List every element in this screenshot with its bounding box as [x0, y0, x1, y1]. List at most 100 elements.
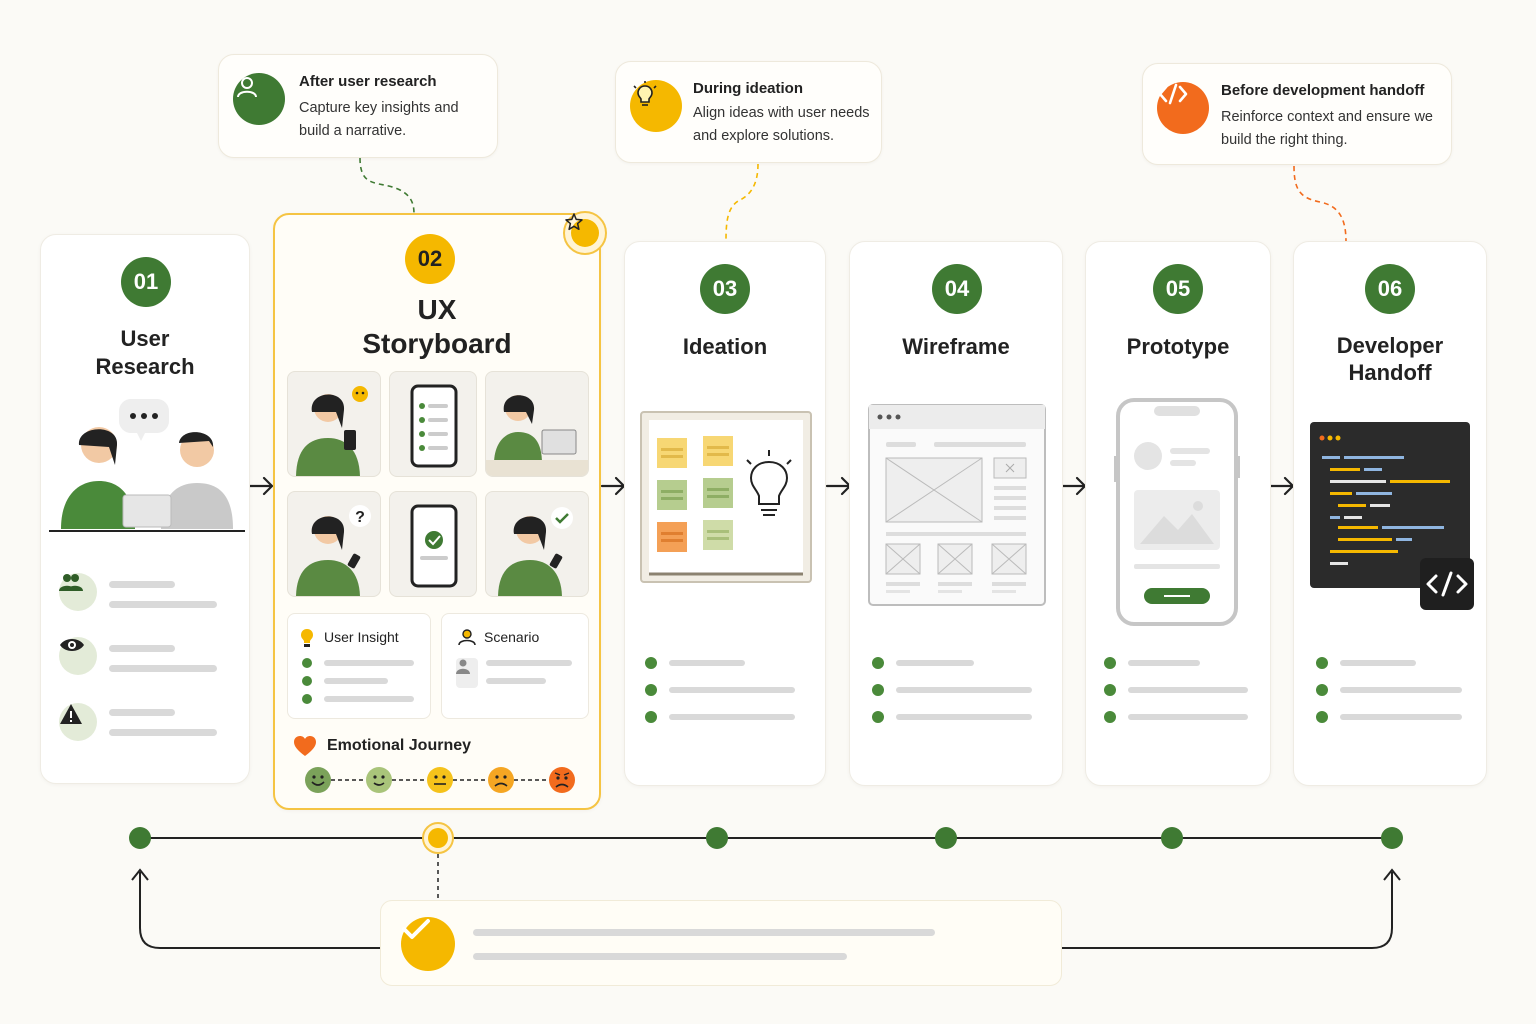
storyboard-frame-3 [485, 371, 589, 477]
stage-card-developer-handoff: 06 Developer Handoff [1293, 241, 1487, 786]
flow-arrow-3 [825, 476, 852, 496]
stage-title: Prototype [1126, 334, 1230, 359]
timeline-nodes [129, 822, 1403, 854]
feedback-loop-right [1062, 872, 1393, 949]
bullet-dot [1104, 657, 1116, 669]
stage-number-badge: 02 [405, 234, 455, 284]
storyboard-frame-6 [485, 491, 589, 597]
code-icon [1426, 571, 1468, 597]
callout-title: During ideation [693, 80, 803, 97]
checkmark-icon [401, 917, 455, 971]
placeholder-line [1128, 660, 1200, 666]
prototype-phone-illustration [1114, 398, 1240, 626]
user-insight-panel: User Insight [287, 613, 431, 719]
placeholder-line [324, 696, 414, 702]
placeholder-line [1128, 687, 1248, 693]
placeholder-line [324, 678, 388, 684]
callout-during-ideation: During ideation Align ideas with user ne… [615, 61, 882, 163]
stage-number-badge: 05 [1153, 264, 1203, 314]
placeholder-line [1128, 714, 1248, 720]
callout-connector-2 [725, 163, 759, 241]
feedback-loop-left-arrowhead [131, 868, 149, 881]
timeline-node-1 [129, 827, 151, 849]
placeholder-line [669, 687, 795, 693]
callout-before-handoff: Before development handoff Reinforce con… [1142, 63, 1452, 165]
emotion-faces [305, 767, 575, 793]
stage-card-prototype: 05 Prototype [1085, 241, 1271, 786]
callout-body: Capture key insights and build a narrati… [299, 100, 459, 139]
eye-icon [59, 637, 97, 675]
placeholder-line [896, 714, 1032, 720]
bullet-dot [1316, 657, 1328, 669]
storyboard-frame-1 [287, 371, 381, 477]
face-very-happy-icon [305, 767, 331, 793]
placeholder-line [109, 665, 217, 672]
bullet-dot [302, 676, 312, 686]
profile-icon [456, 658, 478, 688]
stage-title: Wireframe [902, 334, 1010, 359]
bullet-dot [302, 658, 312, 668]
bullet-dot [872, 684, 884, 696]
summary-panel [380, 900, 1062, 986]
placeholder-line [473, 953, 847, 960]
placeholder-line [486, 660, 572, 666]
storyboard-frame-4: ? [287, 491, 381, 597]
stage-card-ideation: 03 Ideation [624, 241, 826, 786]
timeline-node-3 [706, 827, 728, 849]
timeline-node-5 [1161, 827, 1183, 849]
flow-arrow-2 [600, 476, 626, 496]
face-sad-icon [488, 767, 514, 793]
users-icon [59, 573, 97, 611]
flow-arrow-4 [1061, 476, 1087, 496]
bullet-dot [872, 711, 884, 723]
placeholder-line [896, 660, 974, 666]
stage-number-badge: 06 [1365, 264, 1415, 314]
user-icon [233, 73, 285, 125]
face-angry-icon [549, 767, 575, 793]
stage-title: Developer Handoff [1336, 333, 1444, 385]
ideation-board-illustration [640, 411, 812, 583]
code-editor-illustration [1310, 422, 1474, 610]
stage-number-badge: 01 [121, 257, 171, 307]
placeholder-line [486, 678, 546, 684]
warning-icon [59, 703, 97, 741]
callout-title: After user research [299, 73, 437, 90]
callout-title: Before development handoff [1221, 82, 1425, 99]
bullet-dot [645, 711, 657, 723]
face-neutral-icon [427, 767, 453, 793]
timeline-node-2 [428, 828, 448, 848]
storyboard-frame-2 [389, 371, 477, 477]
flow-arrow-1 [248, 476, 274, 496]
stage-title: Ideation [682, 334, 768, 359]
feedback-loop-right-arrowhead [1383, 868, 1401, 881]
code-icon [1157, 82, 1209, 134]
timeline-node-4 [935, 827, 957, 849]
placeholder-line [109, 581, 175, 588]
user-insight-label: User Insight [324, 629, 399, 645]
storyboard-frame-5 [389, 491, 477, 597]
placeholder-line [109, 709, 175, 716]
bullet-dot [1316, 684, 1328, 696]
wireframe-illustration [868, 404, 1046, 606]
feedback-loop-left [139, 872, 380, 949]
stage-number-badge: 03 [700, 264, 750, 314]
placeholder-line [109, 601, 217, 608]
stage-card-ux-storyboard: 02 UX Storyboard ? User Insight [273, 211, 607, 810]
placeholder-line [1340, 660, 1416, 666]
placeholder-line [109, 645, 175, 652]
bullet-dot [302, 694, 312, 704]
stage-number-badge: 04 [932, 264, 982, 314]
timeline-node-6 [1381, 827, 1403, 849]
placeholder-line [109, 729, 217, 736]
callout-connector-1 [359, 157, 415, 215]
bullet-dot [1104, 684, 1116, 696]
callout-body: Reinforce context and ensure we build th… [1221, 109, 1433, 148]
storyboard-question-mark: ? [355, 509, 365, 526]
bullet-dot [1104, 711, 1116, 723]
user-research-illustration [49, 399, 245, 532]
face-happy-icon [366, 767, 392, 793]
callout-connector-3 [1293, 165, 1347, 243]
scenario-label: Scenario [484, 629, 540, 645]
bullet-dot [645, 684, 657, 696]
